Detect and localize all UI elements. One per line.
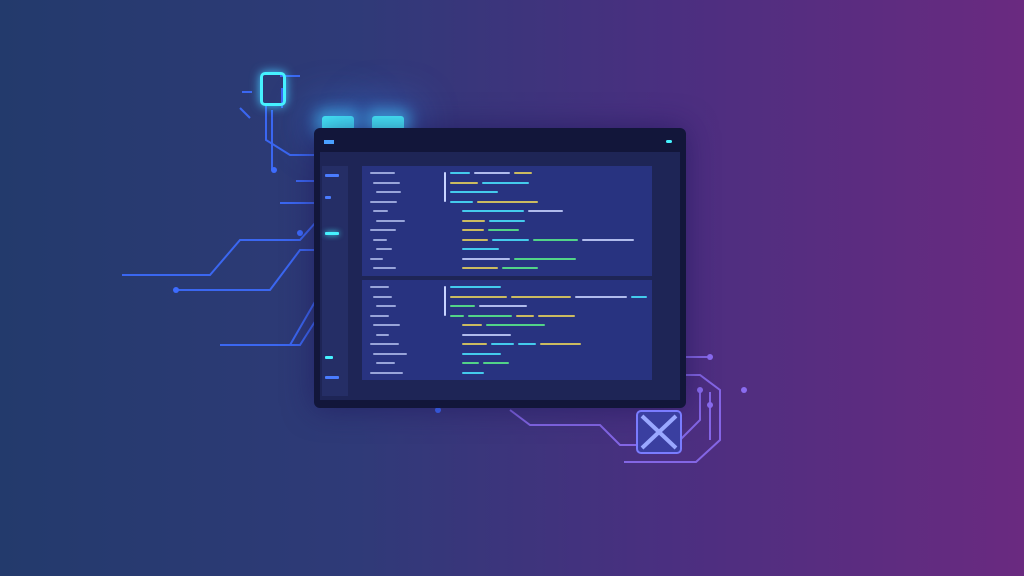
file-tree-entry[interactable] [373,210,389,212]
code-line-token [482,181,530,184]
code-line-token [478,305,528,307]
code-line-token [462,362,480,364]
code-line-token [575,295,627,298]
code-line-token [473,172,510,174]
sidebar-item[interactable] [325,356,333,359]
code-line-token [450,286,502,288]
code-line-token [462,219,485,222]
code-line-token [510,295,572,298]
code-line-token [533,238,578,241]
chip-connector-icon [260,72,286,106]
file-tree-entry[interactable] [370,172,395,174]
code-line-token [450,172,470,174]
code-line-token [462,371,485,374]
editor-pane-bottom[interactable] [362,280,652,380]
code-line-token [450,295,507,298]
gutter-marker [444,172,446,202]
file-tree-entry[interactable] [376,219,406,222]
code-line-token [540,343,581,345]
code-line-token [538,314,575,317]
editor-pane-top[interactable] [362,166,652,276]
editor-area [320,152,680,400]
file-tree-entry[interactable] [373,295,393,298]
title-bar [314,128,686,152]
code-line-token [450,181,479,184]
file-tree-entry[interactable] [370,200,397,203]
file-tree-entry[interactable] [376,305,397,307]
file-tree-entry[interactable] [370,314,389,317]
code-line-token [450,191,498,193]
code-line-token [462,229,484,231]
code-line-token [462,248,499,250]
file-tree-entry[interactable] [376,333,389,336]
file-tree-entry[interactable] [370,229,397,231]
code-line-token [486,324,546,326]
code-line-token [462,324,483,326]
code-line-token [476,200,538,203]
envelope-glyph [640,414,678,450]
file-tree-entry[interactable] [373,352,407,355]
sidebar-item-active[interactable] [325,232,339,235]
file-tree-entry[interactable] [370,343,400,345]
glow-indicator [372,116,404,130]
code-line-token [468,314,512,317]
envelope-icon [636,410,682,454]
file-tree-entry[interactable] [370,257,384,260]
code-line-token [450,314,465,317]
code-line-token [513,172,532,174]
code-line-token [501,267,539,269]
code-line-token [462,210,524,212]
file-tree-entry[interactable] [376,248,392,250]
glow-indicator [322,116,354,130]
code-line-token [630,295,647,298]
file-tree-entry[interactable] [373,267,397,269]
sidebar-item[interactable] [325,174,339,177]
code-line-token [450,305,475,307]
sidebar [322,166,348,396]
code-line-token [450,200,473,203]
gutter-marker [444,286,446,316]
code-line-token [491,343,514,345]
code-line-token [581,238,634,241]
code-line-token [462,343,488,345]
file-tree-entry[interactable] [373,181,401,184]
code-editor-window [314,128,686,408]
file-tree-entry[interactable] [376,362,396,364]
file-tree-entry[interactable] [370,286,389,288]
file-tree-entry[interactable] [376,191,401,193]
code-line-token [517,343,536,345]
sidebar-item[interactable] [325,376,339,379]
code-line-token [487,229,520,231]
code-line-token [491,238,530,241]
code-line-token [462,352,501,355]
code-line-token [462,267,498,269]
code-line-token [483,362,509,364]
file-tree-entry[interactable] [373,324,401,326]
code-line-token [515,314,535,317]
code-line-token [488,219,525,222]
code-line-token [462,238,488,241]
code-line-token [462,257,511,260]
sidebar-item[interactable] [325,196,331,199]
code-line-token [462,333,512,336]
window-control-icon[interactable] [666,140,672,143]
file-tree-entry[interactable] [373,238,388,241]
app-logo-icon [324,140,334,144]
code-line-token [527,210,563,212]
code-line-token [514,257,576,260]
file-tree-entry[interactable] [370,371,403,374]
